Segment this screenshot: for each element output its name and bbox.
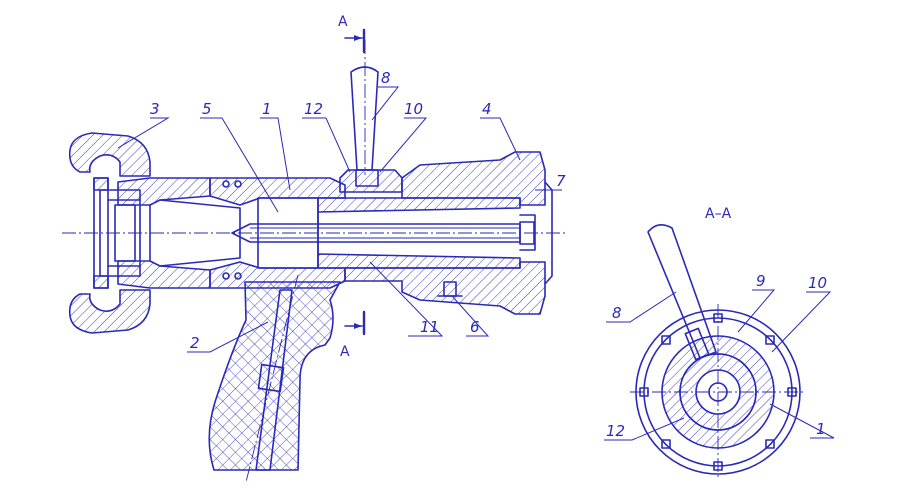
section-callout-10: 10 <box>808 274 827 292</box>
section-mark-bottom: A <box>340 344 350 360</box>
main-leader-lines <box>117 86 562 353</box>
section-lever-8 <box>647 224 717 359</box>
section-mark-top: A <box>338 14 348 30</box>
callout-7: 7 <box>556 172 566 190</box>
callout-3: 3 <box>150 100 160 118</box>
valve-ring-part-12 <box>339 169 403 193</box>
callout-5: 5 <box>202 100 212 118</box>
callout-11: 11 <box>420 318 439 336</box>
section-callout-1: 1 <box>816 420 826 438</box>
section-leader-lines <box>604 289 835 441</box>
section-aa-view <box>604 224 835 480</box>
bearing-balls <box>222 180 242 280</box>
callout-12: 12 <box>304 100 323 118</box>
main-section-view <box>62 28 565 483</box>
nozzle-housing-part-4 <box>344 151 553 315</box>
lever-part-8 <box>350 40 379 175</box>
callout-8: 8 <box>381 69 391 87</box>
section-callout-9: 9 <box>756 272 766 290</box>
section-title: A–A <box>705 206 732 222</box>
section-cut-marks <box>344 28 366 336</box>
callout-6: 6 <box>470 318 480 336</box>
callout-4: 4 <box>482 100 492 118</box>
callout-1: 1 <box>262 100 272 118</box>
inlet-sleeve <box>117 177 241 289</box>
set-screw-part-6 <box>437 281 463 297</box>
callout-2: 2 <box>190 334 200 352</box>
section-callout-8: 8 <box>612 304 622 322</box>
pistol-grip-part-2 <box>208 274 341 483</box>
section-callout-12: 12 <box>606 422 625 440</box>
callout-10: 10 <box>404 100 423 118</box>
